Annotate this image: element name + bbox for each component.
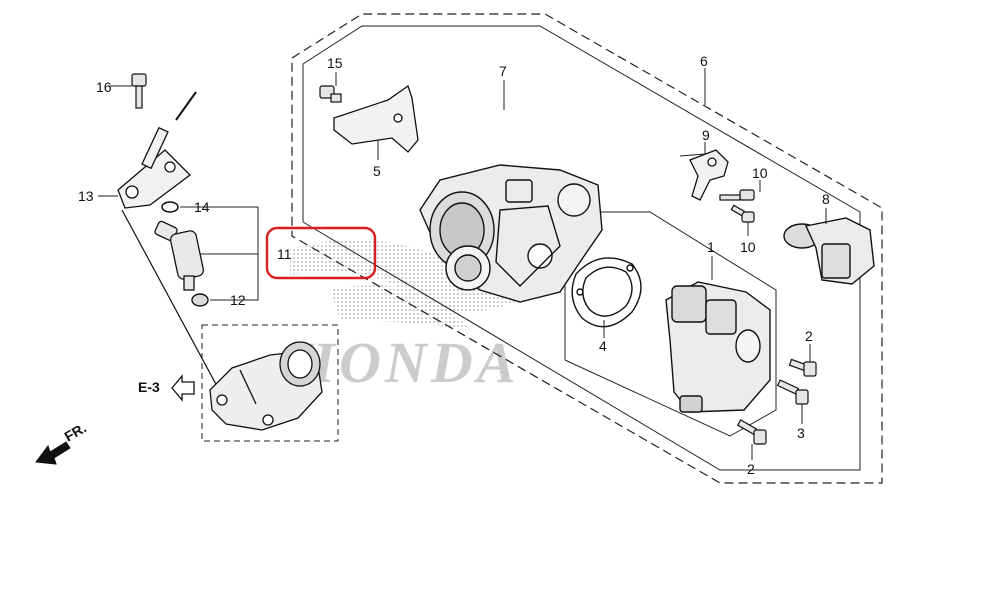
front-arrow-icon (35, 441, 71, 465)
watermark-text: HONDA (289, 330, 519, 395)
throttle-sensor-1 (665, 281, 771, 413)
leader-lines (98, 68, 827, 460)
part-label-14: 14 (194, 199, 210, 215)
part-label-3: 3 (797, 425, 805, 441)
throttle-body-7 (419, 164, 603, 303)
part-label-6: 6 (700, 53, 708, 69)
part-label-10a: 10 (752, 165, 768, 181)
o-ring-14 (161, 201, 179, 213)
highlight-box-11 (265, 226, 377, 280)
honda-wing-icon (290, 239, 520, 314)
front-label: FR. (62, 419, 90, 444)
part-label-8: 8 (822, 191, 830, 207)
cable-bracket-5 (333, 84, 419, 153)
gasket-4 (571, 257, 642, 328)
screw-2b (736, 419, 767, 445)
part-labels: 16 13 14 11 12 15 5 7 6 9 10 10 8 1 4 2 … (78, 53, 830, 477)
screw-2a (788, 358, 817, 377)
inlet-joint-box (201, 324, 339, 442)
part-label-1: 1 (707, 239, 715, 255)
part-label-12: 12 (230, 292, 246, 308)
screw-3 (776, 379, 809, 405)
fuel-rail-bracket (117, 91, 219, 389)
map-sensor-8 (783, 217, 875, 285)
inlet-joint (209, 341, 323, 431)
part-label-2a: 2 (805, 328, 813, 344)
part-label-4: 4 (599, 338, 607, 354)
screw-10b (730, 204, 755, 223)
assembly-frame-7 (302, 25, 861, 471)
seal-12 (191, 293, 209, 307)
part-label-11: 11 (277, 246, 292, 262)
arrow-left-icon (171, 374, 195, 402)
front-direction: FR. (35, 419, 90, 465)
bolt-16 (131, 73, 147, 109)
part-label-16: 16 (96, 79, 112, 95)
part-label-5: 5 (373, 163, 381, 179)
reference-label: E-3 (138, 379, 160, 395)
fuel-injector-11 (154, 220, 205, 291)
screw-10a (719, 189, 755, 201)
part-label-13: 13 (78, 188, 94, 204)
part-label-9: 9 (702, 127, 710, 143)
bolt-15 (319, 85, 342, 103)
part-label-15: 15 (327, 55, 343, 71)
part-label-2b: 2 (747, 461, 755, 477)
part-label-10b: 10 (740, 239, 756, 255)
part-label-7: 7 (499, 63, 507, 79)
reference-e3: E-3 (138, 374, 195, 402)
throttle-link-9 (689, 149, 729, 201)
